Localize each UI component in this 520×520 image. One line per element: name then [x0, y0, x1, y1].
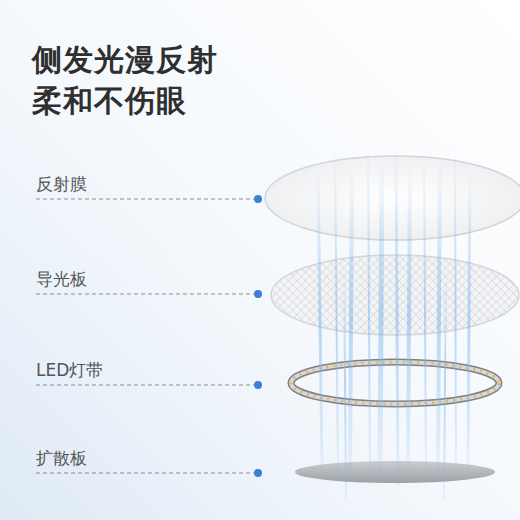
part-label: 导光板: [36, 268, 87, 291]
reflective-film: [265, 156, 520, 240]
leader-dots: [254, 195, 262, 477]
light-guide-plate: [271, 255, 519, 335]
part-label: 反射膜: [36, 173, 87, 196]
leader-lines: [36, 199, 254, 473]
heading: 侧发光漫反射 柔和不伤眼: [32, 40, 262, 121]
diffuser-plate: [295, 461, 495, 483]
part-label: LED灯带: [36, 359, 103, 382]
light-rays: [318, 140, 470, 500]
part-label: 扩散板: [36, 447, 87, 470]
